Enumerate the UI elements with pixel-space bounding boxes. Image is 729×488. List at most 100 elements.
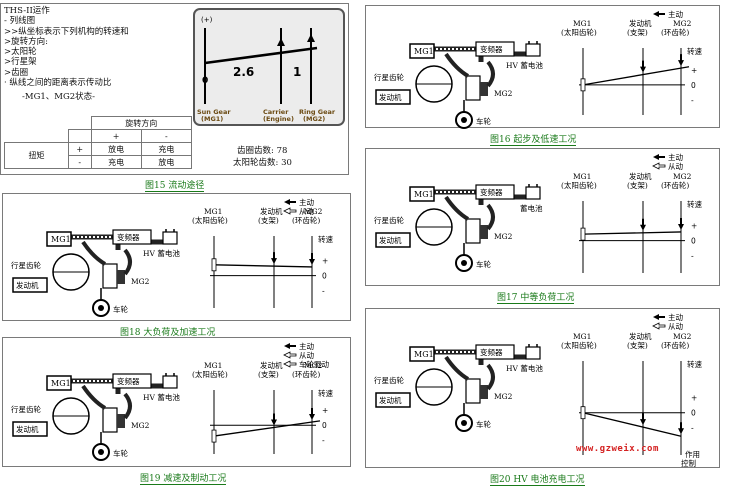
axis-mg2-sub: (环齿轮): [661, 340, 689, 350]
axis-mg2: MG2: [304, 361, 323, 370]
engine-torque-arrow-icon: [271, 252, 277, 265]
fig19-caption: 图19 减速及制动工况: [140, 471, 227, 485]
legend-hollow-arrow-icon: [652, 162, 666, 170]
sun-label: Sun Gear: [197, 108, 231, 116]
ring-label: Ring Gear: [299, 108, 336, 116]
mg1-box: [409, 346, 435, 362]
mg2-torque-arrow-icon: [309, 408, 315, 420]
speed-minus: -: [322, 436, 325, 445]
axis-engine-sub: (支架): [258, 215, 279, 225]
nomogram-line: [213, 264, 313, 268]
wheel-label: 车轮: [476, 259, 491, 269]
inverter-box: [475, 41, 515, 57]
axis-mg2-sub: (环齿轮): [661, 180, 689, 190]
nomogram-line: [582, 66, 690, 86]
inverter-label: 变频器: [480, 347, 503, 357]
cell-charge: 充电: [90, 155, 142, 169]
ratio-left: 2.6: [233, 65, 254, 79]
mg2-core: [480, 82, 488, 96]
battery-label: HV 蓄电池: [506, 60, 543, 70]
power-path: [123, 392, 132, 420]
legend-leg_driven: 从动: [668, 321, 683, 331]
ring-teeth: 齿圈齿数: 78: [237, 146, 288, 156]
battery-label: 蓄电池: [520, 203, 543, 213]
axis-mg2-sub: (环齿轮): [292, 369, 320, 379]
legend-ctrl: 作用: [685, 449, 700, 459]
mg2-box: [102, 407, 118, 433]
watermark: www.gzweix.com: [576, 444, 659, 454]
legend-leg_main: 主动: [299, 341, 314, 351]
mg1-label: MG1: [51, 379, 71, 388]
legend-hollow-arrow-icon: [283, 360, 297, 368]
mg1-torque-marker-icon: [211, 258, 217, 272]
speed-zero: 0: [691, 409, 696, 418]
axis-engine-sub: (支架): [627, 27, 648, 37]
battery-icon: [162, 231, 178, 245]
axis-mg2: MG2: [304, 207, 323, 216]
mg2-core: [117, 270, 125, 284]
speed-plus: +: [322, 257, 328, 266]
axis-engine: 发动机: [260, 206, 283, 216]
speed-minus: -: [322, 287, 325, 296]
speed-label: 转速: [687, 359, 702, 369]
mg2-box: [465, 75, 481, 101]
inverter-box: [475, 344, 515, 360]
axis-mg1: MG1: [573, 172, 591, 181]
legend-leg_driven: 从动: [668, 161, 683, 171]
mg2-label: MG2: [131, 421, 150, 430]
legend-solid-arrow-icon: [284, 343, 296, 349]
speed-zero: 0: [691, 237, 696, 246]
legend-leg_main: 主动: [668, 9, 683, 19]
speed-label: 转速: [318, 234, 333, 244]
speed-zero: 0: [322, 421, 327, 430]
fig15-line: · 纵线之间的距离表示传动比: [4, 78, 112, 89]
speed-plus: +: [691, 66, 697, 75]
speed-label: 转速: [318, 388, 333, 398]
inverter-label: 变频器: [117, 232, 140, 242]
fig15-line: >太阳轮: [4, 47, 37, 58]
wheel-hub: [98, 305, 104, 311]
mg1-label: MG1: [414, 190, 434, 199]
battery-icon: [162, 375, 178, 389]
power-path: [123, 248, 132, 276]
axis-engine: 发动机: [629, 18, 652, 28]
axis-engine: 发动机: [629, 331, 652, 341]
axis-engine-sub: (支架): [627, 340, 648, 350]
power-path: [444, 355, 470, 381]
speed-minus: -: [691, 96, 694, 105]
fig17-caption: 图17 中等负荷工况: [497, 290, 575, 304]
mg2-core: [117, 414, 125, 428]
speed-minus: -: [691, 252, 694, 261]
axis-mg1-sub: (太阳齿轮): [192, 369, 228, 379]
speed-zero: 0: [691, 81, 696, 90]
fig15-panel: THS-II运作 - 列线图 >>纵坐标表示下列机构的转速和 >旋转方向: >太…: [0, 0, 350, 192]
planetary-label: 行星齿轮: [374, 375, 404, 385]
nomogram-line: [204, 46, 318, 65]
axis-mg2: MG2: [673, 19, 692, 28]
engine-torque-arrow-icon: [640, 218, 646, 231]
speed-label: 转速: [687, 46, 702, 56]
legend-leg_driven: 从动: [299, 206, 314, 216]
legend-ctrl-2: 控制: [681, 458, 696, 468]
speed-zero: 0: [322, 272, 327, 281]
power-path: [444, 52, 470, 78]
legend-hollow-arrow-icon: [652, 322, 666, 330]
torque-minus: -: [68, 155, 92, 169]
axis-mg1: MG1: [204, 361, 222, 370]
axis-mg2-sub: (环齿轮): [661, 27, 689, 37]
wheel-hub: [461, 117, 467, 123]
rot-header: 旋转方向: [90, 116, 192, 130]
carrier-label: Carrier: [263, 108, 289, 116]
axis-mg1-sub: (太阳齿轮): [561, 340, 597, 350]
axis-mg1: MG1: [573, 332, 591, 341]
mg2-torque-arrow-icon: [678, 422, 684, 435]
mg1-torque-marker-icon: [580, 78, 586, 92]
legend-solid-arrow-icon: [653, 11, 665, 17]
nomogram-line: [582, 412, 682, 437]
mg1-box: [46, 231, 72, 247]
engine-box: [12, 277, 48, 293]
